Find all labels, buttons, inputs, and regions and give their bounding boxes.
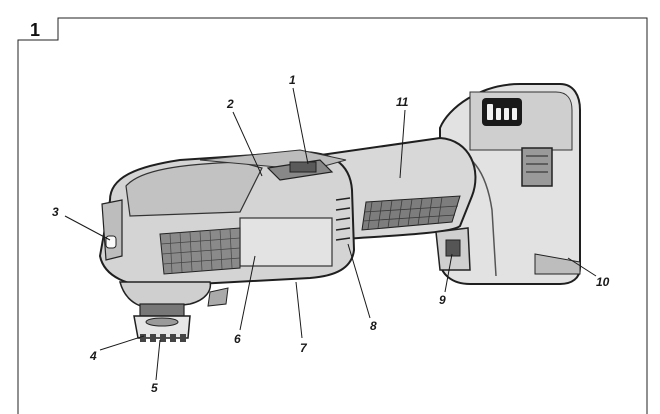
callout-8: 8: [370, 319, 377, 333]
callout-1: 1: [289, 73, 296, 87]
callout-11: 11: [396, 95, 409, 109]
callout-4: 4: [89, 349, 97, 363]
side-vents: [335, 197, 351, 241]
figure-frame: [17, 17, 648, 414]
callout-2: 2: [226, 97, 234, 111]
battery-pack: [439, 83, 581, 285]
tool-head: [119, 281, 229, 342]
leader-lines: [64, 87, 597, 381]
callout-9: 9: [439, 293, 446, 307]
callout-5: 5: [151, 381, 158, 395]
callout-3: 3: [52, 205, 59, 219]
work-light: [105, 235, 117, 249]
callout-6: 6: [234, 332, 241, 346]
callout-7: 7: [300, 341, 308, 355]
callout-10: 10: [596, 275, 610, 289]
figure-number: 1: [30, 20, 40, 40]
speed-dial-panel: [239, 217, 333, 267]
callout-labels: 1 2 3 4 5 6 7 8 9 10 11: [52, 73, 610, 395]
battery-clip: [521, 147, 553, 187]
motor-housing: [98, 149, 356, 288]
